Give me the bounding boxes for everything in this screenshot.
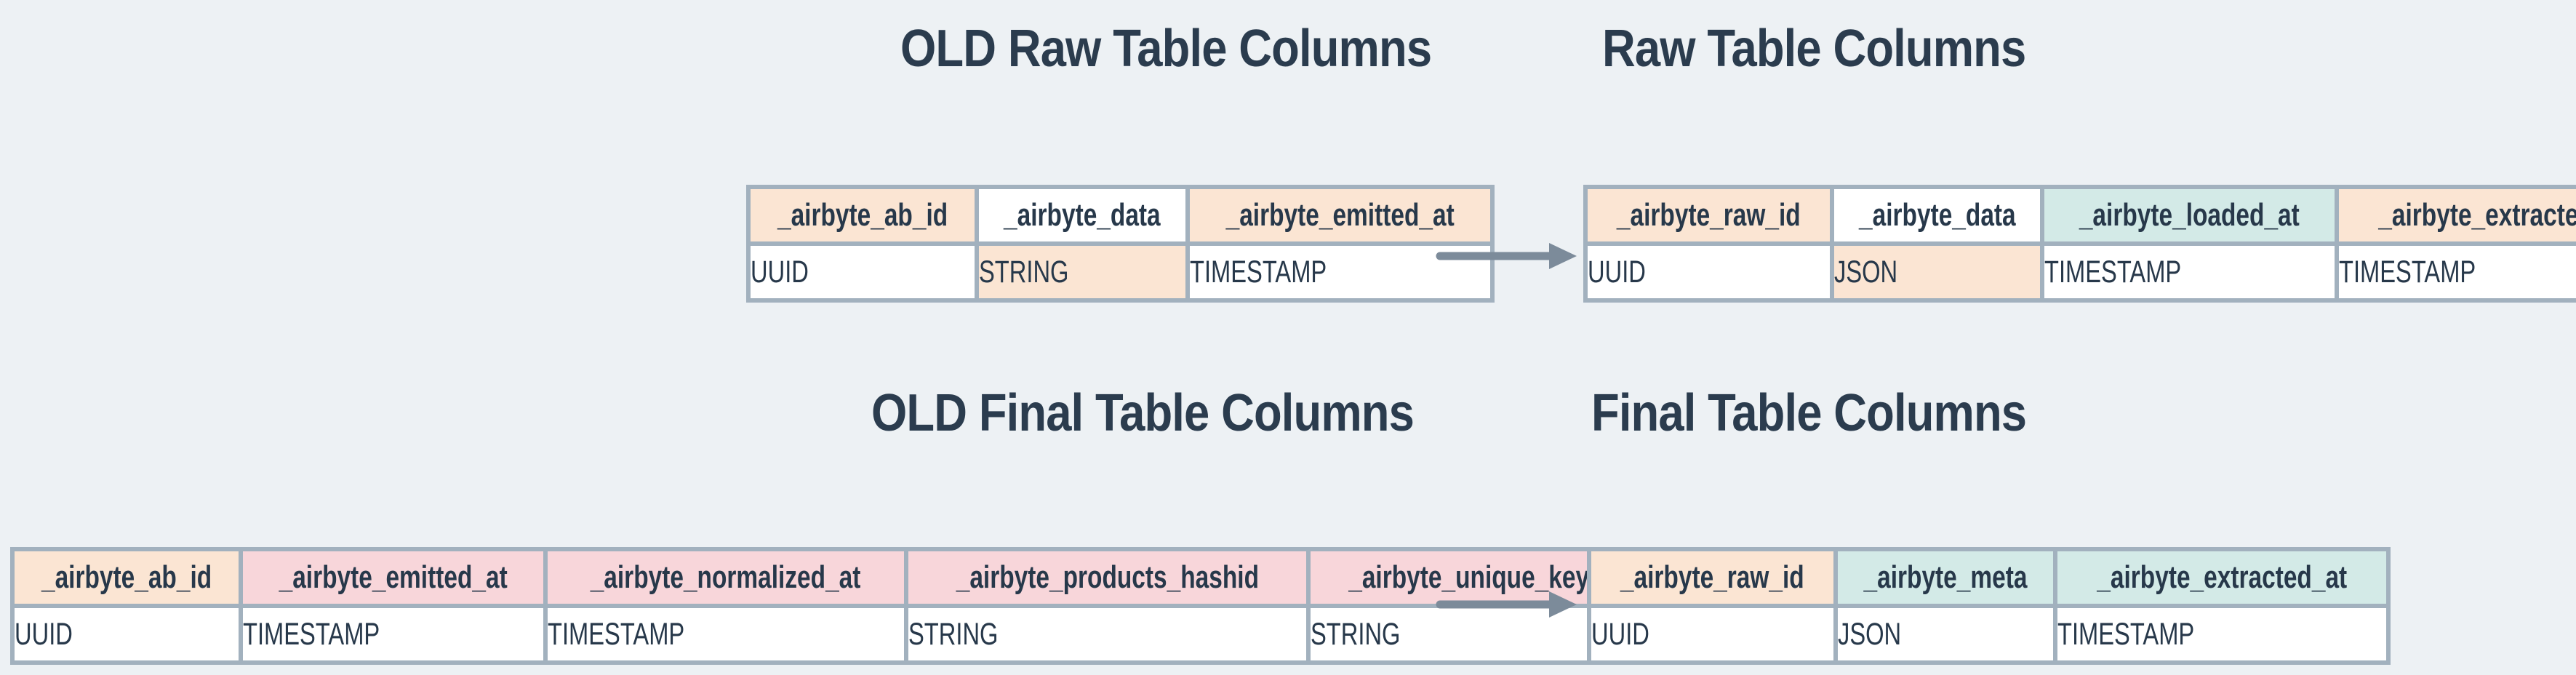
column-header-cell: _airbyte_data [975, 185, 1190, 246]
column-type-label: UUID [1591, 616, 1649, 652]
column-type-label: UUID [15, 616, 73, 652]
table-header-row: _airbyte_ab_id _airbyte_emitted_at _airb… [9, 547, 1632, 608]
column-type-cell: TIMESTAMP [2334, 241, 2576, 303]
column-header-cell: _airbyte_loaded_at [2040, 185, 2339, 246]
column-header-label: _airbyte_data [1004, 197, 1161, 233]
column-type-label: TIMESTAMP [2338, 254, 2476, 289]
column-type-cell: TIMESTAMP [2040, 241, 2339, 303]
column-header-cell: _airbyte_raw_id [1583, 185, 1834, 246]
column-header-cell: _airbyte_emitted_at [239, 547, 548, 608]
column-header-label: _airbyte_ab_id [41, 559, 212, 595]
column-type-label: JSON [1837, 616, 1901, 652]
column-type-label: STRING [979, 254, 1069, 289]
column-header-label: _airbyte_emitted_at [1225, 197, 1455, 233]
column-header-cell: _airbyte_extracted_at [2334, 185, 2576, 246]
migration-arrow-final [1433, 583, 1581, 630]
column-header-label: _airbyte_meta [1863, 559, 2028, 595]
column-type-label: TIMESTAMP [1189, 254, 1327, 289]
column-header-cell: _airbyte_raw_id [1587, 547, 1838, 608]
column-type-cell: UUID [745, 241, 980, 303]
column-header-label: _airbyte_normalized_at [591, 559, 861, 595]
final-table: _airbyte_raw_id _airbyte_meta _airbyte_e… [1587, 547, 2391, 665]
table-type-row: UUID STRING TIMESTAMP [745, 241, 1495, 303]
arrow-right-icon [1436, 243, 1577, 269]
column-header-label: _airbyte_raw_id [1620, 559, 1804, 595]
column-header-cell: _airbyte_emitted_at [1185, 185, 1495, 246]
column-type-label: TIMESTAMP [548, 616, 685, 652]
column-header-cell: _airbyte_normalized_at [543, 547, 908, 608]
column-type-label: TIMESTAMP [2044, 254, 2182, 289]
column-type-cell: TIMESTAMP [239, 604, 548, 665]
column-type-label: STRING [908, 616, 999, 652]
table-type-row: UUID TIMESTAMP TIMESTAMP STRING STRING [9, 604, 1632, 665]
column-type-cell: JSON [1829, 241, 2045, 303]
column-header-label: _airbyte_products_hashid [956, 559, 1259, 595]
old-raw-table: _airbyte_ab_id _airbyte_data _airbyte_em… [745, 185, 1495, 303]
column-type-label: JSON [1833, 254, 1897, 289]
column-type-cell: STRING [903, 604, 1311, 665]
column-header-label: _airbyte_loaded_at [2079, 197, 2300, 233]
raw-table: _airbyte_raw_id _airbyte_data _airbyte_l… [1583, 185, 2576, 303]
table-type-row: UUID JSON TIMESTAMP TIMESTAMP [1583, 241, 2576, 303]
table-header-row: _airbyte_raw_id _airbyte_data _airbyte_l… [1583, 185, 2576, 246]
column-header-label: _airbyte_raw_id [1616, 197, 1801, 233]
column-header-cell: _airbyte_products_hashid [903, 547, 1311, 608]
column-type-label: UUID [751, 254, 809, 289]
title-old-raw-table-columns: OLD Raw Table Columns [900, 20, 1432, 78]
column-type-cell: STRING [975, 241, 1190, 303]
column-type-cell: JSON [1833, 604, 2057, 665]
column-type-cell: UUID [1583, 241, 1834, 303]
column-header-label: _airbyte_emitted_at [279, 559, 508, 595]
column-type-label: TIMESTAMP [243, 616, 380, 652]
arrow-right-icon [1436, 591, 1577, 618]
old-final-table: _airbyte_ab_id _airbyte_emitted_at _airb… [9, 547, 1632, 665]
table-type-row: UUID JSON TIMESTAMP [1587, 604, 2391, 665]
title-final-table-columns: Final Table Columns [1591, 384, 2027, 442]
column-header-cell: _airbyte_extracted_at [2052, 547, 2391, 608]
column-header-label: _airbyte_data [1858, 197, 2016, 233]
column-type-label: STRING [1311, 616, 1401, 652]
table-header-row: _airbyte_raw_id _airbyte_meta _airbyte_e… [1587, 547, 2391, 608]
column-type-label: UUID [1588, 254, 1646, 289]
column-type-cell: UUID [1587, 604, 1838, 665]
column-header-cell: _airbyte_data [1829, 185, 2045, 246]
column-header-label: _airbyte_unique_key [1348, 559, 1590, 595]
column-header-label: _airbyte_extracted_at [2378, 197, 2576, 233]
migration-arrow-raw [1433, 234, 1581, 281]
column-type-cell: TIMESTAMP [2052, 604, 2391, 665]
column-header-label: _airbyte_ab_id [777, 197, 948, 233]
column-header-cell: _airbyte_ab_id [9, 547, 244, 608]
title-raw-table-columns: Raw Table Columns [1602, 20, 2026, 78]
column-type-cell: STRING [1306, 604, 1632, 665]
column-type-cell: TIMESTAMP [543, 604, 908, 665]
column-header-cell: _airbyte_ab_id [745, 185, 980, 246]
table-header-row: _airbyte_ab_id _airbyte_data _airbyte_em… [745, 185, 1495, 246]
column-header-label: _airbyte_extracted_at [2096, 559, 2347, 595]
column-type-cell: UUID [9, 604, 244, 665]
title-old-final-table-columns: OLD Final Table Columns [871, 384, 1415, 442]
column-type-label: TIMESTAMP [2057, 616, 2194, 652]
column-header-cell: _airbyte_meta [1833, 547, 2057, 608]
